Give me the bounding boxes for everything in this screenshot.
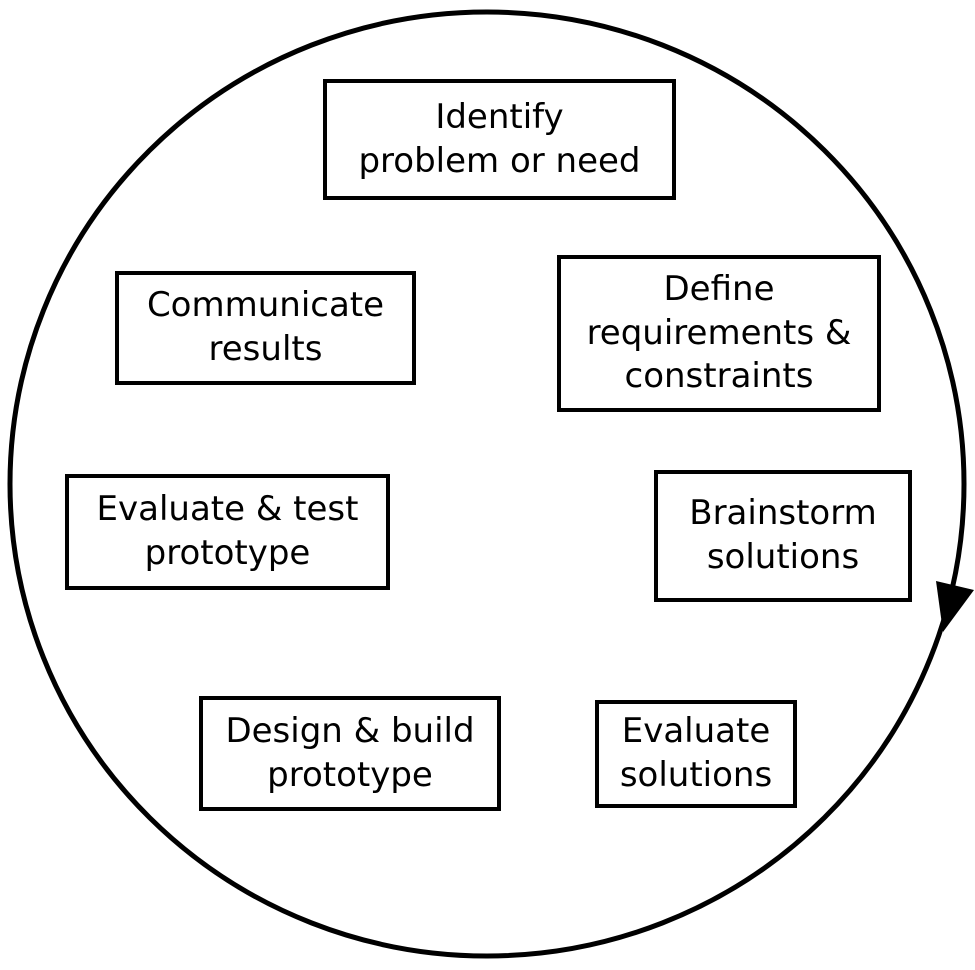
step-define-requirements-constraints: Define requirements & constraints [557, 255, 881, 412]
step-identify-problem-or-need: Identify problem or need [323, 79, 676, 200]
cycle-circle [7, 9, 967, 959]
step-brainstorm-solutions: Brainstorm solutions [654, 470, 912, 602]
step-evaluate-solutions: Evaluate solutions [595, 700, 797, 808]
step-evaluate-test-prototype: Evaluate & test prototype [65, 474, 390, 590]
step-communicate-results: Communicate results [115, 271, 416, 385]
clockwise-arrowhead-icon [936, 581, 974, 632]
step-design-build-prototype: Design & build prototype [199, 696, 501, 811]
